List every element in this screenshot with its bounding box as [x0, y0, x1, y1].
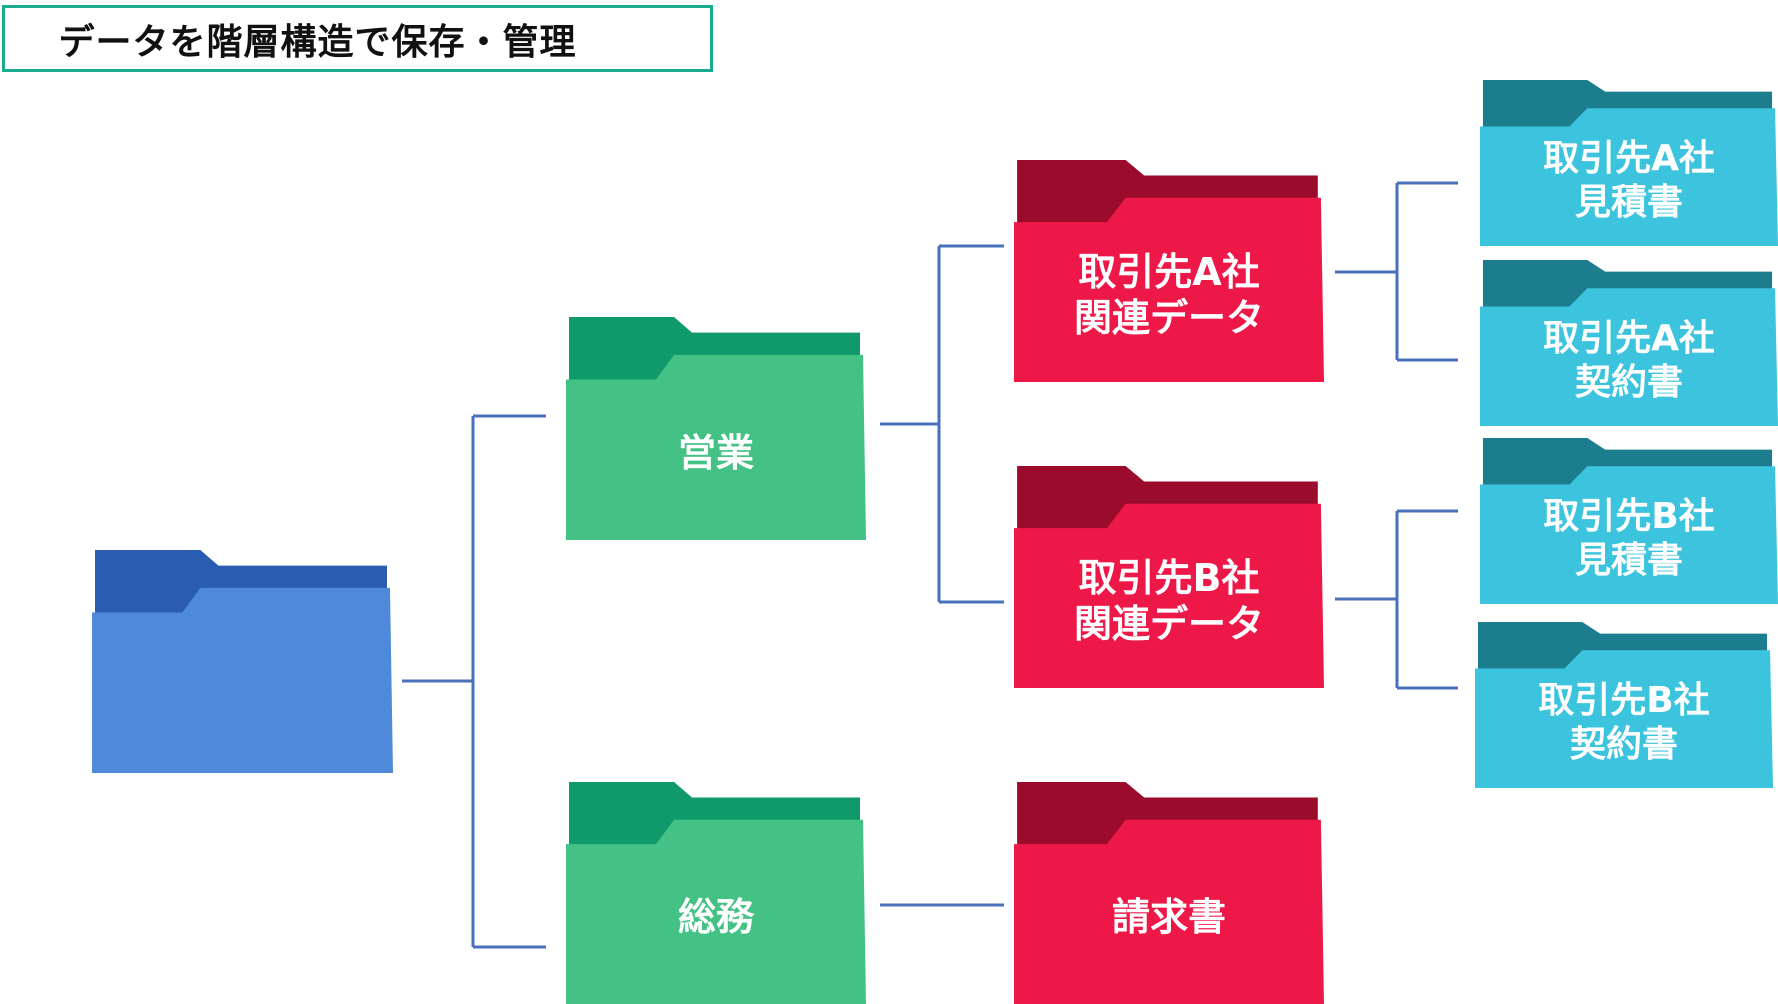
folder-front-shape: [566, 819, 866, 1004]
connector-eigyo: [880, 244, 1004, 604]
diagram-title: データを階層構造で保存・管理: [58, 21, 577, 63]
folder-a-mitsumori[interactable]: 取引先A社 見積書: [1480, 80, 1778, 246]
root-folder-label: [92, 599, 393, 773]
connector-a-kanren: [1335, 181, 1458, 362]
folder-b-mitsumori-label: 取引先B社 見積書: [1543, 496, 1715, 582]
folder-a-kanren-label: 取引先A社 関連データ: [1073, 250, 1264, 341]
connector-root: [402, 414, 546, 949]
folder-a-mitsumori-label: 取引先A社 見積書: [1543, 138, 1715, 224]
folder-front-shape: [1480, 466, 1778, 604]
folder-front-shape: [1480, 288, 1778, 426]
root-folder-icon[interactable]: [92, 550, 393, 773]
folder-a-keiyaku[interactable]: 取引先A社 契約書: [1480, 260, 1778, 426]
folder-b-keiyaku-label: 取引先B社 契約書: [1538, 680, 1710, 766]
connector-b-kanren: [1335, 509, 1458, 690]
folder-eigyo[interactable]: 営業: [566, 317, 866, 540]
folder-seikyu[interactable]: 請求書: [1014, 782, 1324, 1004]
folder-b-kanren-label: 取引先B社 関連データ: [1073, 556, 1264, 647]
folder-somu-label: 総務: [677, 895, 754, 940]
folder-b-mitsumori[interactable]: 取引先B社 見積書: [1480, 438, 1778, 604]
folder-a-kanren[interactable]: 取引先A社 関連データ: [1014, 160, 1324, 382]
folder-b-kanren[interactable]: 取引先B社 関連データ: [1014, 466, 1324, 688]
folder-front-shape: [1475, 650, 1773, 788]
folder-front-shape: [1014, 503, 1324, 688]
folder-front-shape: [1014, 197, 1324, 382]
folder-front-shape: [1480, 108, 1778, 246]
folder-b-keiyaku[interactable]: 取引先B社 契約書: [1475, 622, 1773, 788]
diagram-title-box: データを階層構造で保存・管理: [2, 5, 713, 72]
folder-front-shape: [1014, 819, 1324, 1004]
folder-front-shape: [92, 587, 393, 773]
folder-front-shape: [566, 354, 866, 540]
folder-a-keiyaku-label: 取引先A社 契約書: [1543, 318, 1715, 404]
folder-eigyo-label: 営業: [677, 430, 754, 475]
folder-somu[interactable]: 総務: [566, 782, 866, 1004]
folder-seikyu-label: 請求書: [1111, 895, 1226, 940]
